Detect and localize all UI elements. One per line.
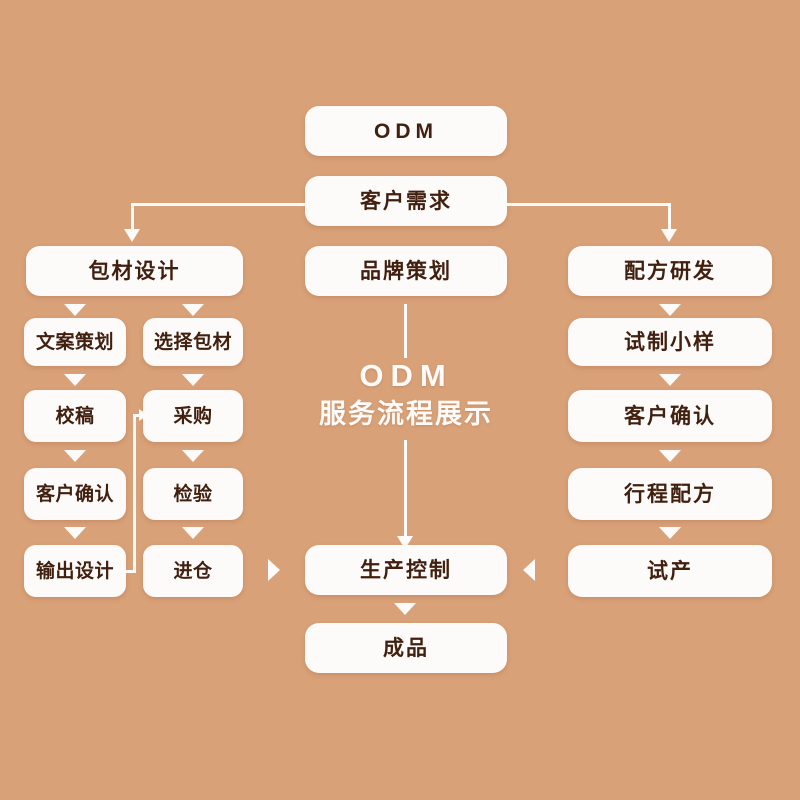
arrow-copywriting-to-proofread — [64, 374, 86, 386]
node-formula-rd[interactable]: 配方研发 — [568, 246, 772, 296]
node-inspection[interactable]: 检验 — [143, 468, 243, 520]
arrow-proofread-to-confirm — [64, 450, 86, 462]
connector-brand-to-title — [404, 304, 407, 358]
node-customer-confirm-right[interactable]: 客户确认 — [568, 390, 772, 442]
connector-req-left-drop — [131, 203, 134, 231]
centre-title-line1: ODM — [359, 358, 453, 393]
node-production-control[interactable]: 生产控制 — [305, 545, 507, 595]
connector-req-to-right — [505, 203, 671, 206]
arrow-confirm-to-recipe — [659, 450, 681, 462]
connector-req-to-left — [131, 203, 307, 206]
arrow-pkg-to-select-material — [182, 304, 204, 316]
arrowhead-to-packaging — [124, 229, 140, 242]
arrow-pkg-to-copywriting — [64, 304, 86, 316]
node-finished-product[interactable]: 成品 — [305, 623, 507, 673]
arrow-confirm-to-output — [64, 527, 86, 539]
arrowhead-to-formula — [661, 229, 677, 242]
arrow-warehouse-to-production — [268, 559, 280, 581]
arrowhead-into-purchase — [139, 409, 148, 421]
node-purchase[interactable]: 采购 — [143, 390, 243, 442]
arrow-trial-to-production — [523, 559, 535, 581]
arrow-recipe-to-trial — [659, 527, 681, 539]
node-brand-planning[interactable]: 品牌策划 — [305, 246, 507, 296]
node-select-material[interactable]: 选择包材 — [143, 318, 243, 366]
node-proofread[interactable]: 校稿 — [24, 390, 126, 442]
node-trial-production[interactable]: 试产 — [568, 545, 772, 597]
centre-title-line2: 服务流程展示 — [319, 398, 493, 429]
centre-title: ODM 服务流程展示 — [305, 358, 507, 430]
arrow-inspection-to-warehouse — [182, 527, 204, 539]
connector-title-to-production — [404, 440, 407, 540]
arrow-sample-to-confirm — [659, 374, 681, 386]
connector-output-riser — [133, 414, 136, 572]
arrow-select-to-purchase — [182, 374, 204, 386]
connector-req-right-drop — [668, 203, 671, 231]
node-odm[interactable]: ODM — [305, 106, 507, 156]
connector-output-exit — [126, 570, 136, 573]
node-customer-requirement[interactable]: 客户需求 — [305, 176, 507, 226]
arrow-formula-to-sample — [659, 304, 681, 316]
node-packaging-design[interactable]: 包材设计 — [26, 246, 243, 296]
node-warehouse[interactable]: 进仓 — [143, 545, 243, 597]
arrow-purchase-to-inspection — [182, 450, 204, 462]
node-copywriting[interactable]: 文案策划 — [24, 318, 126, 366]
node-output-design[interactable]: 输出设计 — [24, 545, 126, 597]
connector-into-purchase — [133, 414, 141, 417]
node-customer-confirm-left[interactable]: 客户确认 — [24, 468, 126, 520]
arrow-production-to-finished — [394, 603, 416, 615]
node-trial-sample[interactable]: 试制小样 — [568, 318, 772, 366]
node-process-formula[interactable]: 行程配方 — [568, 468, 772, 520]
